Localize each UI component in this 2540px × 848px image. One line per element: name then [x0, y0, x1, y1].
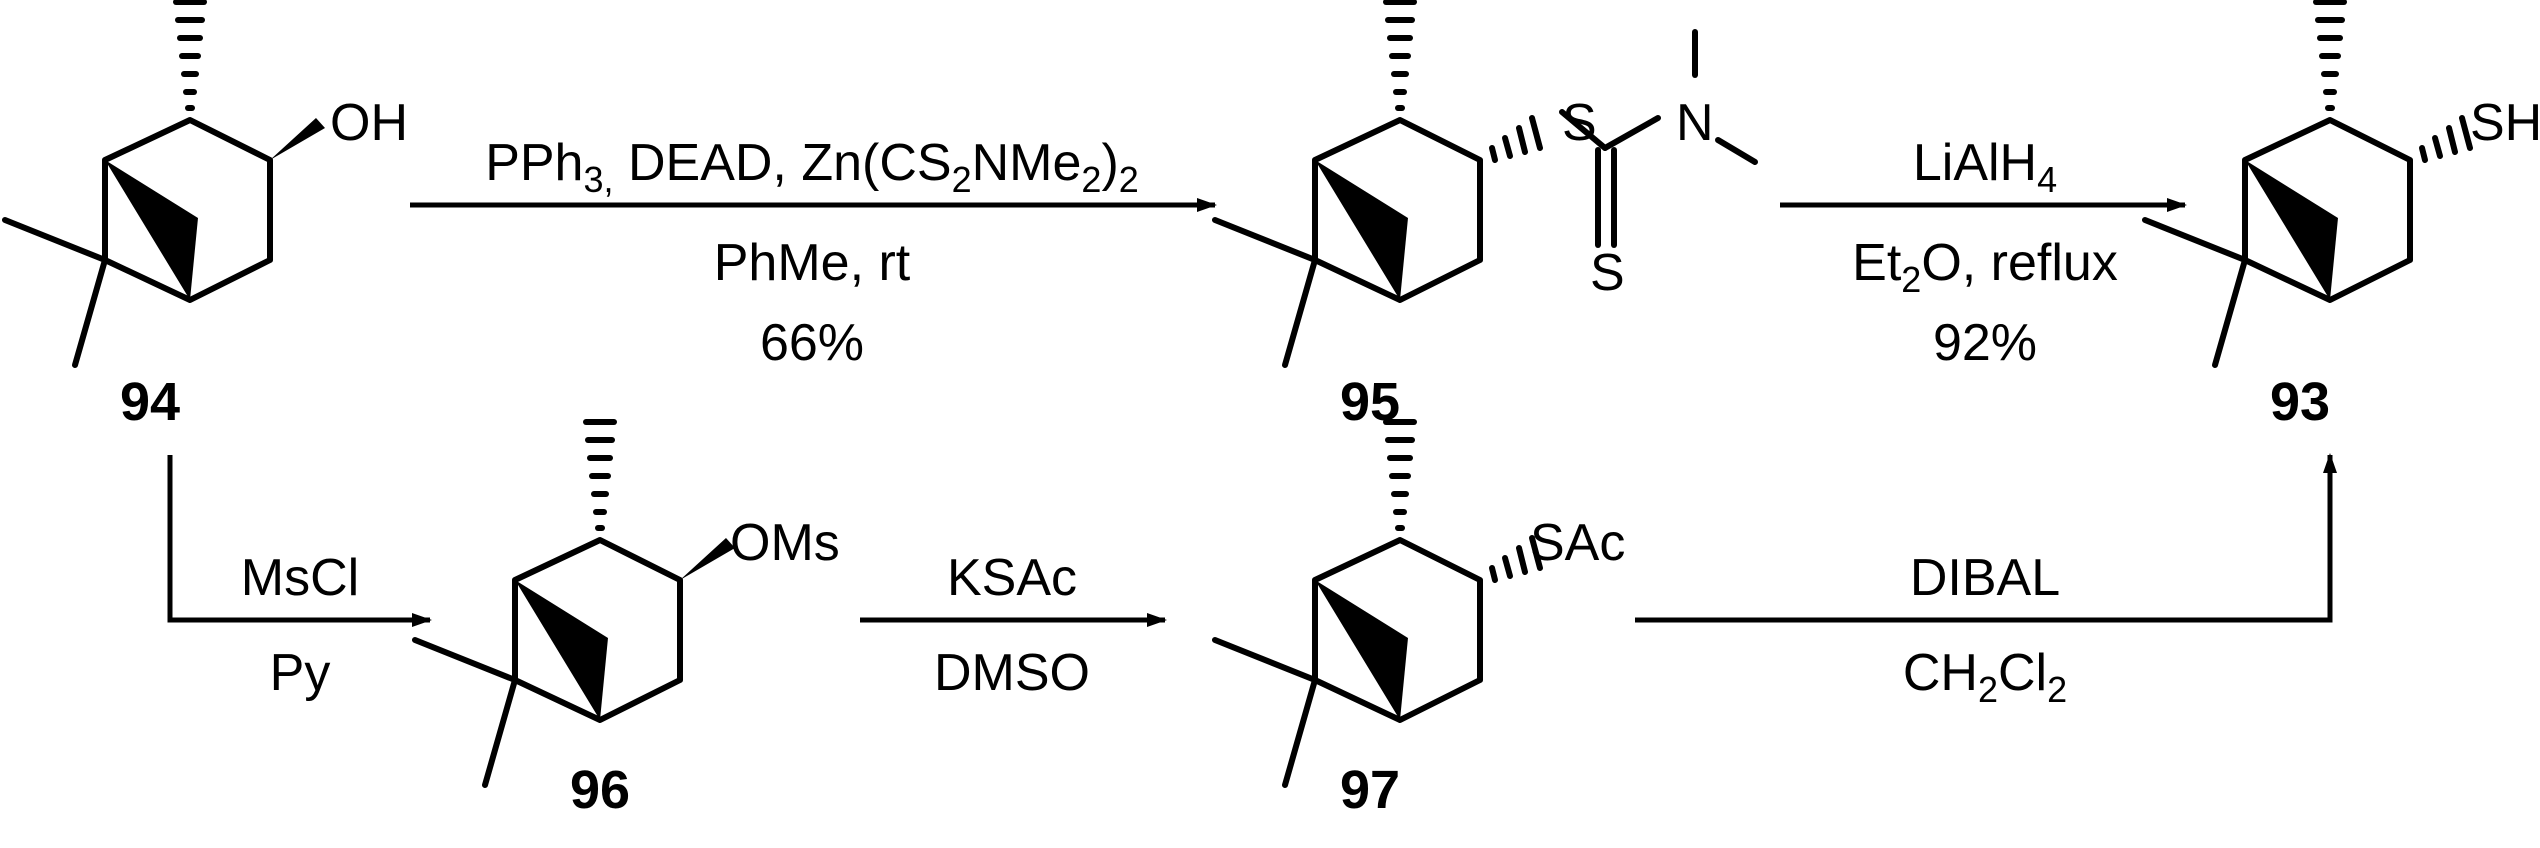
compound-94 — [5, 2, 325, 365]
compound-96-label: 96 — [570, 760, 630, 820]
stereo-hash-bond — [1489, 535, 1543, 583]
stereo-hash-bond — [2419, 115, 2473, 163]
yield-92: 92% — [1933, 314, 2037, 372]
reagent-line-ppph3-dead: PPh3, DEAD, Zn(CS2NMe2)2 — [485, 134, 1139, 200]
yield-66: 66% — [760, 314, 864, 372]
compound-93 — [2145, 2, 2473, 365]
reagent-mscl: MsCl — [241, 549, 359, 607]
compound-93-substituent: SH — [2470, 94, 2540, 152]
compound-97-label: 97 — [1340, 760, 1400, 820]
reaction-arrow-97-to-93 — [1635, 453, 2337, 623]
reaction-arrow-94-to-96 — [167, 455, 432, 627]
compound-97-substituent: SAc — [1530, 514, 1625, 572]
reagent-dibal: DIBAL — [1910, 549, 2060, 607]
compound-96 — [415, 422, 735, 785]
stereo-wedge-bond — [270, 118, 325, 160]
compound-95-thio-s: S — [1562, 94, 1597, 152]
reagent-lialh4: LiAlH4 — [1913, 134, 2057, 200]
compound-94-substituent: OH — [330, 94, 408, 152]
compound-95-nitrogen: N — [1676, 94, 1714, 152]
reagent-ksac: KSAc — [947, 549, 1077, 607]
compound-95 — [1215, 2, 1758, 365]
solvent-temp-label: PhMe, rt — [714, 234, 911, 292]
solvent-reflux-label: Et2O, reflux — [1852, 234, 2118, 300]
solvent-dmso: DMSO — [934, 644, 1090, 702]
compound-96-substituent: OMs — [730, 514, 840, 572]
reagent-py: Py — [270, 644, 331, 702]
compound-93-label: 93 — [2270, 372, 2330, 432]
compound-95-thione-s: S — [1590, 244, 1625, 302]
compound-94-label: 94 — [120, 372, 180, 432]
compound-97 — [1215, 422, 1543, 785]
solvent-ch2cl2: CH2Cl2 — [1903, 644, 2067, 710]
stereo-wedge-bond — [680, 538, 735, 580]
stereo-hash-bond — [1489, 115, 1543, 163]
